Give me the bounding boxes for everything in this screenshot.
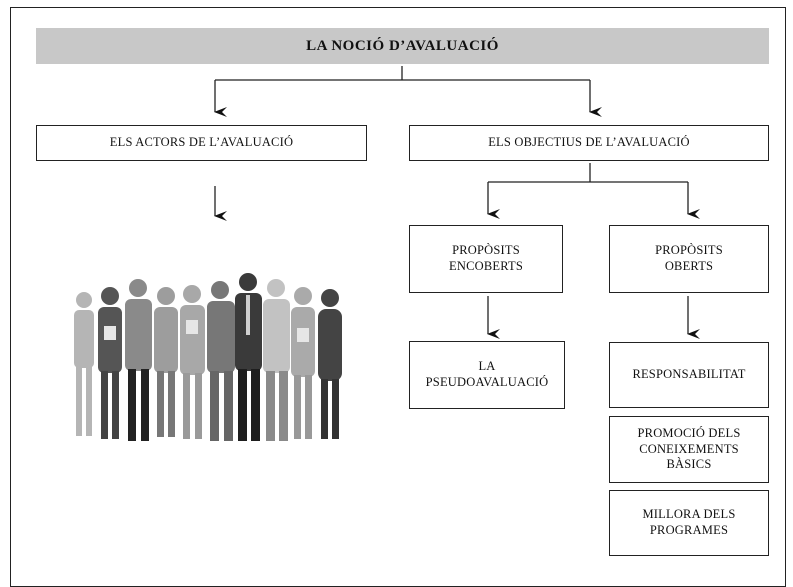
person-figure xyxy=(98,287,122,439)
person-figure xyxy=(180,285,205,439)
hidden-purposes-line2: ENCOBERTS xyxy=(449,259,523,273)
pseudo-evaluation-line1: LA xyxy=(478,359,496,374)
program-improvement-line2: PROGRAMES xyxy=(649,523,729,537)
objectives-box: ELS OBJECTIUS DE L’AVALUACIÓ xyxy=(409,125,769,161)
program-improvement-line1: MILLORA DELS xyxy=(642,507,736,522)
person-figure xyxy=(207,281,235,441)
knowledge-promotion-line2: CONEIXEMENTS xyxy=(639,441,739,456)
person-figure xyxy=(318,289,342,439)
knowledge-promotion-box: PROMOCIÓ DELS CONEIXEMENTS BÀSICS xyxy=(609,416,769,483)
pseudo-evaluation-line2: PSEUDOAVALUACIÓ xyxy=(425,375,549,389)
connector-lines xyxy=(214,66,700,339)
person-figure xyxy=(235,273,262,441)
person-figure xyxy=(74,292,94,436)
title-text: LA NOCIÓ D’AVALUACIÓ xyxy=(306,37,499,54)
diagram-title: LA NOCIÓ D’AVALUACIÓ xyxy=(36,28,769,64)
person-figure xyxy=(263,279,290,441)
knowledge-promotion-line1: PROMOCIÓ DELS xyxy=(637,426,741,441)
person-figure xyxy=(125,279,152,441)
responsibility-box: RESPONSABILITAT xyxy=(609,342,769,408)
group-of-people-illustration xyxy=(74,273,342,441)
program-improvement-box: MILLORA DELS PROGRAMES xyxy=(609,490,769,556)
responsibility-label: RESPONSABILITAT xyxy=(632,367,746,382)
knowledge-promotion-line3: BÀSICS xyxy=(666,457,712,472)
person-figure xyxy=(291,287,315,439)
objectives-label: ELS OBJECTIUS DE L’AVALUACIÓ xyxy=(488,135,690,150)
actors-box: ELS ACTORS DE L’AVALUACIÓ xyxy=(36,125,367,161)
open-purposes-box: PROPÒSITS OBERTS xyxy=(609,225,769,293)
hidden-purposes-box: PROPÒSITS ENCOBERTS xyxy=(409,225,563,293)
person-figure xyxy=(154,287,178,437)
actors-label: ELS ACTORS DE L’AVALUACIÓ xyxy=(109,135,294,150)
pseudo-evaluation-box: LA PSEUDOAVALUACIÓ xyxy=(409,341,565,409)
open-purposes-line2: OBERTS xyxy=(664,259,714,273)
open-purposes-line1: PROPÒSITS xyxy=(655,243,723,258)
hidden-purposes-line1: PROPÒSITS xyxy=(452,243,520,258)
